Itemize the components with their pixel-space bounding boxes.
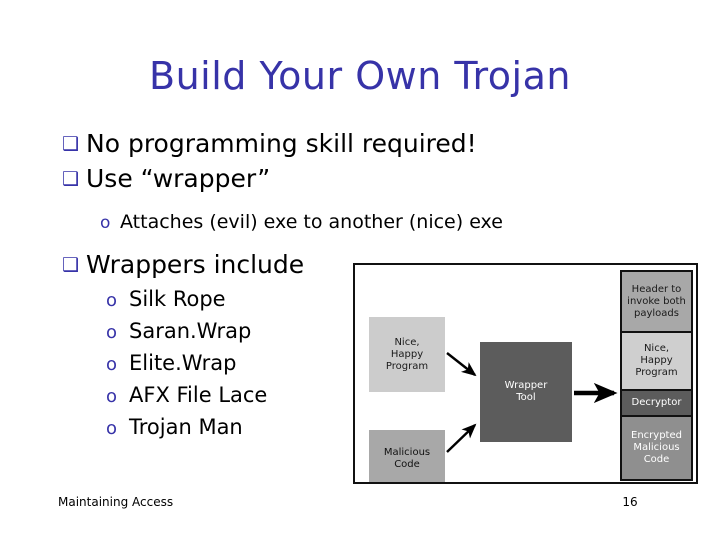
list-item: ❑ No programming skill required!	[62, 128, 642, 162]
list-item: o Elite.Wrap	[106, 348, 642, 380]
footer-label: Maintaining Access	[58, 495, 174, 509]
circle-bullet-icon: o	[100, 213, 111, 233]
square-bullet-icon: ❑	[62, 254, 80, 276]
spacer	[62, 236, 642, 249]
spacer	[62, 198, 642, 209]
list-item: o Trojan Man	[106, 412, 642, 444]
list-item: o Silk Rope	[106, 284, 642, 316]
list-item: o Attaches (evil) exe to another (nice) …	[100, 209, 642, 236]
circle-bullet-icon: o	[106, 354, 118, 375]
square-bullet-icon: ❑	[62, 168, 80, 190]
list-item-label: Attaches (evil) exe to another (nice) ex…	[120, 211, 503, 233]
wrapper-sublist: o Silk Rope o Saran.Wrap o Elite.Wrap o …	[62, 284, 642, 444]
circle-bullet-icon: o	[106, 418, 118, 439]
arrow-malicious-to-wrapper	[446, 423, 477, 453]
list-item-label: Saran.Wrap	[129, 319, 252, 343]
list-item: o AFX File Lace	[106, 380, 642, 412]
list-item-label: No programming skill required!	[86, 129, 477, 158]
list-item-label: AFX File Lace	[129, 383, 268, 407]
list-item-label: Elite.Wrap	[129, 351, 237, 375]
list-item: ❑ Use “wrapper”	[62, 163, 642, 197]
page-number: 16	[622, 495, 638, 509]
list-item-label: Silk Rope	[129, 287, 226, 311]
circle-bullet-icon: o	[106, 386, 118, 407]
page-title: Build Your Own Trojan	[149, 54, 571, 98]
list-item-label: Wrappers include	[86, 250, 305, 279]
bullet-list: ❑ No programming skill required! ❑ Use “…	[62, 128, 642, 444]
list-item-label: Trojan Man	[129, 415, 243, 439]
diagram-seg-decryptor: Decryptor	[622, 391, 691, 417]
square-bullet-icon: ❑	[62, 133, 80, 155]
arrow-nice-to-wrapper	[446, 352, 477, 377]
circle-bullet-icon: o	[106, 322, 118, 343]
list-item-label: Use “wrapper”	[86, 164, 271, 193]
list-item: ❑ Wrappers include	[62, 249, 642, 283]
list-item: o Saran.Wrap	[106, 316, 642, 348]
circle-bullet-icon: o	[106, 290, 118, 311]
